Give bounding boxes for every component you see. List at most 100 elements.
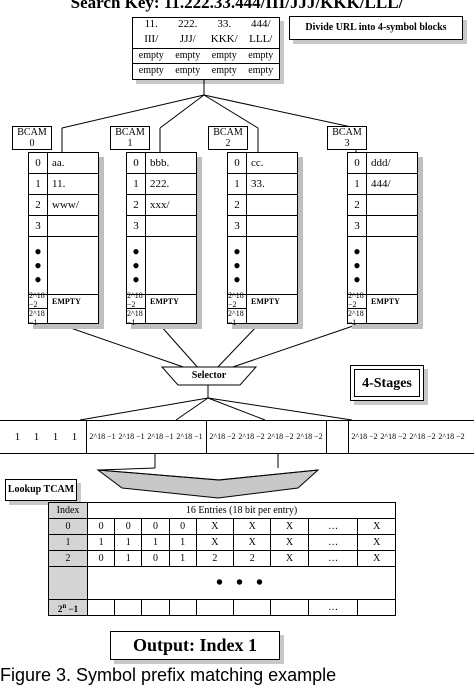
lookup-label: Lookup TCAM bbox=[7, 484, 75, 495]
stages-label: 4-Stages bbox=[354, 369, 420, 397]
bcam-index: 2 bbox=[228, 195, 247, 215]
tcam-cell: X bbox=[357, 518, 396, 535]
bcam-row: 0 bbb. bbox=[127, 153, 196, 174]
bus-value: 2^18 −2 bbox=[380, 432, 407, 441]
bcam-value: bbb. bbox=[150, 157, 170, 169]
tcam-header-entries: 16 Entries (18 bit per entry) bbox=[87, 502, 396, 519]
tcam-cell: … bbox=[307, 534, 359, 551]
bus-value: 2^18 −2 bbox=[209, 432, 236, 441]
bcam-value bbox=[146, 216, 196, 236]
tcam-cell: 1 bbox=[86, 534, 116, 551]
key-block-cell: 11. bbox=[144, 18, 158, 30]
bcam-index: 0 bbox=[29, 153, 48, 173]
tcam-last-cell bbox=[357, 599, 396, 616]
tcam-cell: 0 bbox=[141, 518, 170, 535]
key-block-cell: empty bbox=[175, 50, 201, 61]
tcam-index: 2 bbox=[48, 550, 88, 567]
tcam-cell: 0 bbox=[168, 518, 197, 535]
bcam-row: 2 bbox=[348, 195, 417, 216]
key-block-cell: JJJ/ bbox=[179, 33, 196, 45]
tcam-cell: X bbox=[195, 534, 235, 551]
tcam-cell: 0 bbox=[141, 550, 170, 567]
bus-value: 2^18 −2 bbox=[238, 432, 265, 441]
bcam-last-value: EMPTY bbox=[251, 297, 280, 306]
key-block-cell: empty bbox=[138, 50, 164, 61]
bus-gap bbox=[328, 421, 346, 453]
bcam-index-divider bbox=[246, 237, 247, 323]
bus-value: 1 bbox=[71, 431, 78, 443]
key-block-cell: KKK/ bbox=[210, 33, 238, 45]
tcam-last-cell bbox=[141, 599, 170, 616]
bcam-index: 0 bbox=[228, 153, 247, 173]
tcam-cell: X bbox=[357, 550, 396, 567]
bcam-index-divider bbox=[47, 237, 48, 323]
tcam-dots-index bbox=[48, 566, 88, 600]
tcam-cell: X bbox=[233, 518, 272, 535]
tcam-cell: 2 bbox=[195, 550, 235, 567]
bcam-row: 2 www/ bbox=[29, 195, 98, 216]
bcam-index: 2 bbox=[348, 195, 367, 215]
bcam-index: 3 bbox=[29, 216, 48, 236]
bcam-index: 1 bbox=[228, 174, 247, 194]
tcam-last-ellipsis: … bbox=[307, 599, 359, 616]
tcam-dots: • • • bbox=[87, 566, 396, 600]
bcam-value: 11. bbox=[52, 178, 66, 190]
figure-caption: Figure 3. Symbol prefix matching example bbox=[0, 665, 337, 685]
tcam-cell: X bbox=[195, 518, 235, 535]
selector-label: Selector bbox=[191, 370, 227, 381]
bcam-last-split bbox=[29, 308, 47, 309]
bcam-index: 0 bbox=[127, 153, 146, 173]
tcam-index: 0 bbox=[48, 518, 88, 535]
bcam-index: 3 bbox=[127, 216, 146, 236]
bcam-dots: ••• bbox=[353, 239, 361, 292]
bcam-value bbox=[48, 216, 98, 236]
tcam-cell: 0 bbox=[86, 550, 116, 567]
bcam-index: 1 bbox=[29, 174, 48, 194]
tcam-last-cell bbox=[86, 599, 116, 616]
bcam-row: 3 bbox=[127, 216, 196, 237]
bus-separator bbox=[326, 421, 327, 453]
bcam-last-value: EMPTY bbox=[52, 297, 81, 306]
tcam-cell: 1 bbox=[114, 550, 143, 567]
bcam-value: ddd/ bbox=[371, 157, 391, 169]
bcam-dots: ••• bbox=[34, 239, 42, 292]
bcam-value: www/ bbox=[52, 199, 79, 211]
bcam-value bbox=[367, 216, 417, 236]
key-block-cell: 444/ bbox=[250, 18, 271, 30]
key-block-cell: empty bbox=[248, 65, 274, 76]
tcam-cell: 0 bbox=[86, 518, 116, 535]
bcam-row: 1 11. bbox=[29, 174, 98, 195]
key-row-divider bbox=[133, 48, 279, 49]
bcam-index: 2 bbox=[29, 195, 48, 215]
tcam-cell: 1 bbox=[141, 534, 170, 551]
bus-value: 2^18 −1 bbox=[118, 432, 145, 441]
tcam-last-cell bbox=[114, 599, 143, 616]
bcam-index: 3 bbox=[348, 216, 367, 236]
bus-value: 2^18 −1 bbox=[89, 432, 116, 441]
bus-value: 1 bbox=[52, 431, 59, 443]
bcam-index: 1 bbox=[127, 174, 146, 194]
tcam-cell: … bbox=[307, 550, 359, 567]
tcam-last-cell bbox=[168, 599, 197, 616]
bcam-row: 3 bbox=[348, 216, 417, 237]
tcam-cell: 1 bbox=[168, 550, 197, 567]
tcam-cell: X bbox=[357, 534, 396, 551]
key-block-cell: empty bbox=[175, 65, 201, 76]
